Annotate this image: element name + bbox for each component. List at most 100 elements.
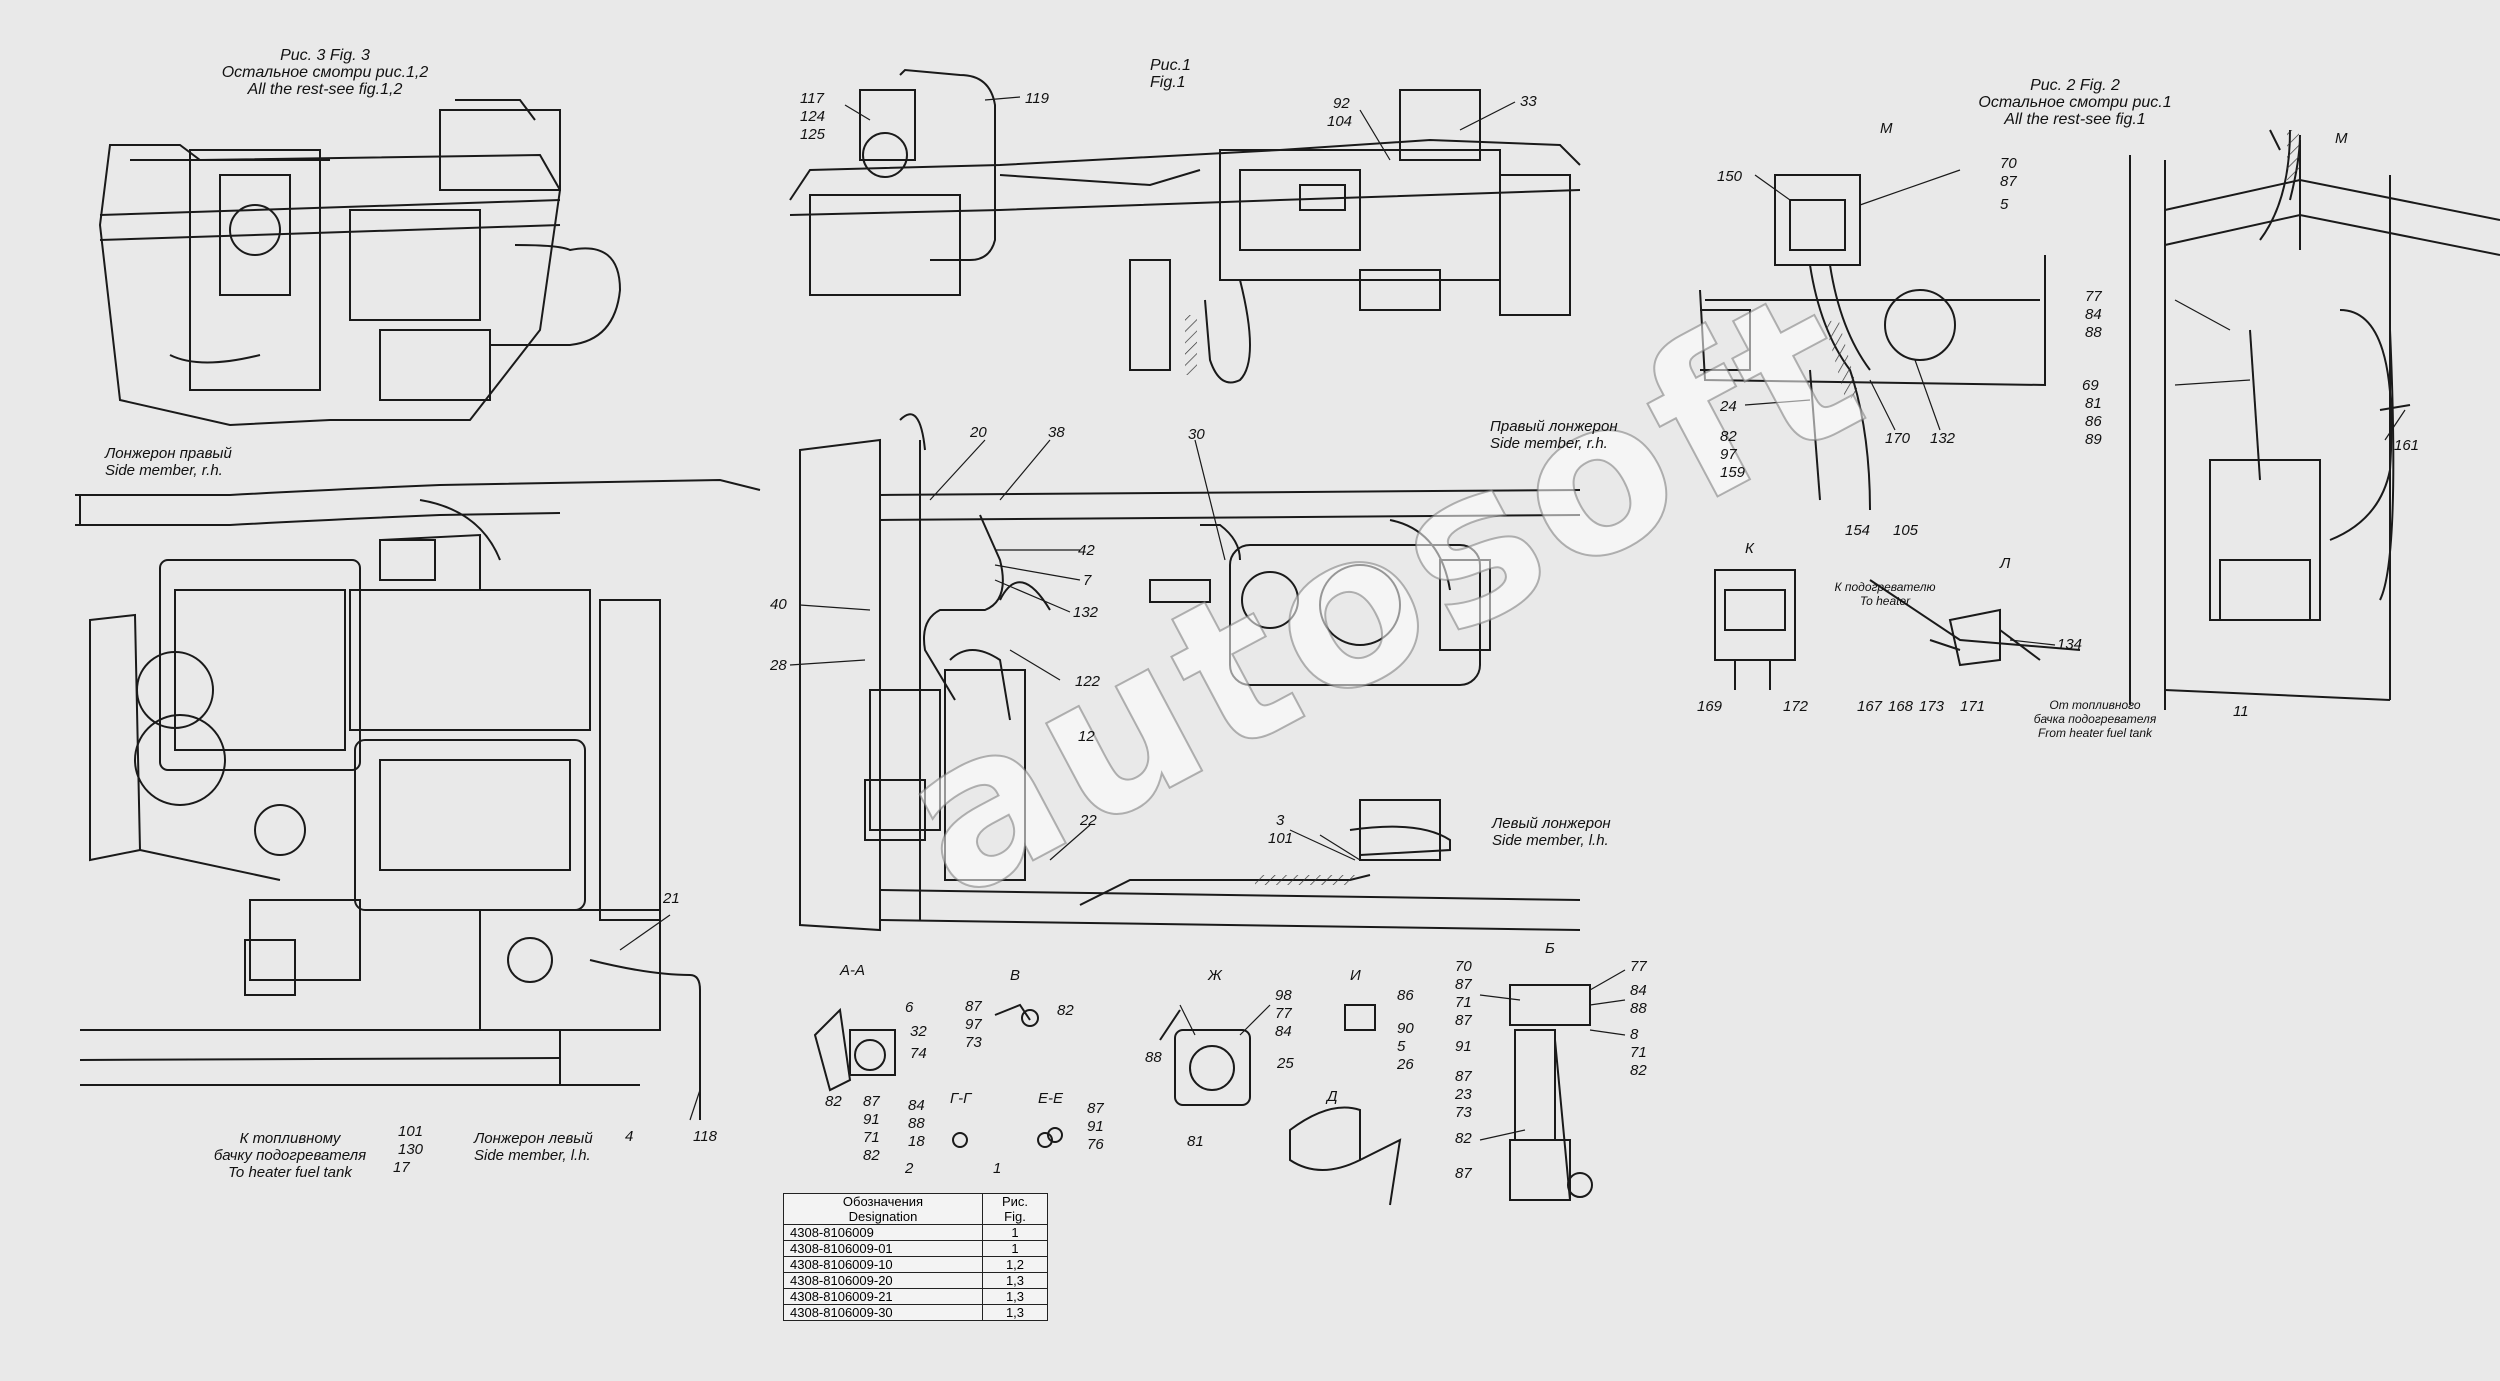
callout: 28	[770, 657, 787, 674]
to-heater-en: To heater	[1859, 594, 1911, 608]
callout: 101	[1268, 830, 1294, 847]
fig1-side-member-lh-ru: Левый лонжерон	[1492, 815, 1611, 832]
callout: 118	[693, 1128, 717, 1145]
callout: 3	[1276, 812, 1285, 829]
callout: 88	[1630, 1000, 1647, 1017]
callout: 71	[863, 1129, 880, 1146]
view-k-l	[1714, 569, 2081, 690]
callout: 23	[1455, 1086, 1472, 1103]
callout: 171	[1960, 698, 1986, 715]
callout: 87	[1455, 976, 1472, 993]
fig-cell: 1,2	[982, 1256, 1048, 1273]
fig-cell: 1,3	[982, 1304, 1048, 1321]
fig1-side-member-rh: Правый лонжерон Side member, r.h.	[1490, 418, 1618, 452]
callout: 92	[1333, 95, 1350, 112]
to-tank-note: К топливному бачку подогревателя To heat…	[214, 1130, 366, 1181]
callout: 76	[1087, 1136, 1104, 1153]
callout: 40	[770, 596, 787, 613]
callout: 82	[1630, 1062, 1647, 1079]
callout: 97	[1720, 446, 1737, 463]
callout: 98	[1275, 987, 1292, 1004]
callout: 5	[2000, 196, 2009, 213]
callout: 77	[1275, 1005, 1292, 1022]
callout: 82	[1455, 1130, 1472, 1147]
callout: 87	[1455, 1165, 1472, 1182]
callout: 38	[1048, 424, 1065, 441]
callout: 17	[393, 1159, 410, 1176]
view-label-i: И	[1350, 967, 1361, 984]
fig-cell: 1	[982, 1224, 1048, 1241]
callout: 84	[2085, 306, 2102, 323]
callout: 159	[1720, 464, 1746, 481]
callout: 26	[1397, 1056, 1414, 1073]
callout: 88	[1145, 1049, 1162, 1066]
to-tank-ru2: бачку подогревателя	[213, 1147, 367, 1164]
callout: 6	[905, 999, 914, 1016]
callout: 84	[908, 1097, 925, 1114]
fig1-title-en: Fig.1	[1150, 74, 1186, 91]
callout: 91	[863, 1111, 880, 1128]
view-label-v: В	[1010, 967, 1021, 984]
callout: 32	[910, 1023, 927, 1040]
fig1-side-member-rh-en: Side member, r.h.	[1490, 435, 1608, 452]
fig3-side-member-lh: Лонжерон левый Side member, l.h.	[474, 1130, 593, 1164]
callout: 173	[1919, 698, 1945, 715]
callout: 172	[1783, 698, 1809, 715]
callout: 161	[2394, 437, 2420, 454]
callout: 18	[908, 1133, 925, 1150]
to-tank-ru1: К топливному	[239, 1130, 341, 1147]
fig2-note-ru: Остальное смотри рис.1	[1978, 94, 2172, 111]
callout: 24	[1720, 398, 1737, 415]
callout: 105	[1893, 522, 1919, 539]
callout: 170	[1885, 430, 1911, 447]
callout: 21	[663, 890, 680, 907]
callout: 77	[2085, 288, 2102, 305]
from-tank-note: От топливного бачка подогревателя From h…	[2034, 698, 2156, 740]
callout: 25	[1277, 1055, 1294, 1072]
hose-section	[1824, 319, 1860, 400]
designation-cell: 4308-8106009-21	[783, 1288, 983, 1305]
callout: 1	[993, 1160, 1002, 1177]
fig3-side-member-rh-ru: Лонжерон правый	[105, 445, 232, 462]
callout: 70	[2000, 155, 2017, 172]
view-label-gg: Г-Г	[950, 1090, 972, 1107]
callout: 91	[1087, 1118, 1104, 1135]
callout: 73	[1455, 1104, 1472, 1121]
callout: 20	[970, 424, 987, 441]
callout: 74	[910, 1045, 927, 1062]
view-label-ee: Е-Е	[1038, 1090, 1064, 1107]
callout: 154	[1845, 522, 1871, 539]
callout: 150	[1717, 168, 1743, 185]
callout: 82	[863, 1147, 880, 1164]
to-heater-note: К подогревателю To heater	[1835, 580, 1936, 608]
callout: 91	[1455, 1038, 1472, 1055]
fig2-caption: Рис. 2 Fig. 2 Остальное смотри рис.1 All…	[1978, 77, 2171, 128]
callout: 87	[1455, 1068, 1472, 1085]
callout: 169	[1697, 698, 1723, 715]
view-label-zh: Ж	[1208, 967, 1222, 984]
fig3-note-ru: Остальное смотри рис.1,2	[221, 64, 429, 81]
fig1-title-ru: Рис.1	[1150, 57, 1191, 74]
designation-header-en: Designation	[848, 1209, 918, 1224]
callout: 117	[800, 90, 824, 107]
callout: 71	[1455, 994, 1472, 1011]
callout: 87	[965, 998, 982, 1015]
callout: 87	[1087, 1100, 1104, 1117]
designation-cell: 4308-8106009-01	[783, 1240, 983, 1257]
callout: 97	[965, 1016, 982, 1033]
from-tank-ru2: бачка подогревателя	[2033, 712, 2157, 726]
fig3-title: Рис. 3 Fig. 3	[280, 47, 370, 64]
view-label-d: Д	[1327, 1088, 1338, 1105]
callout: 22	[1080, 812, 1097, 829]
fig-cell: 1	[982, 1240, 1048, 1257]
callout: 73	[965, 1034, 982, 1051]
callout: 71	[1630, 1044, 1647, 1061]
callout: 82	[825, 1093, 842, 1110]
callout: 104	[1327, 113, 1353, 130]
designation-cell: 4308-8106009	[783, 1224, 983, 1241]
callout: 119	[1025, 90, 1049, 107]
callout: 125	[800, 126, 826, 143]
